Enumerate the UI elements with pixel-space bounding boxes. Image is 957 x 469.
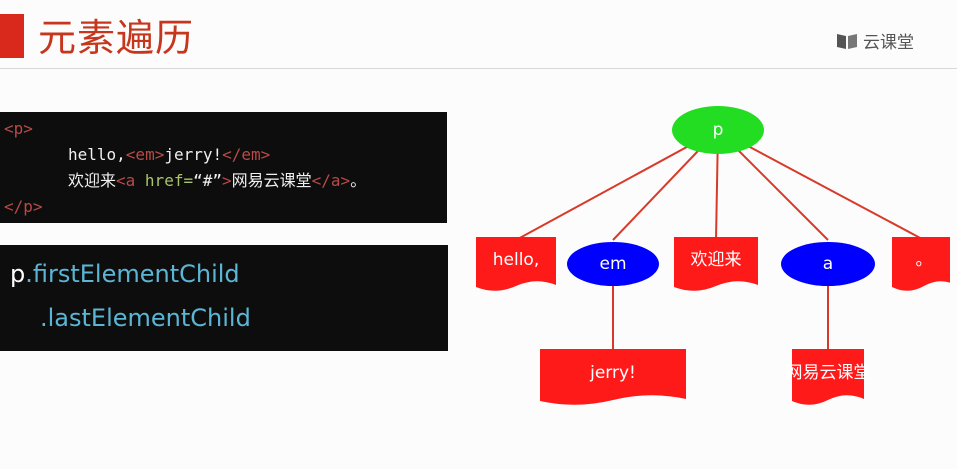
code-tag: </em>: [222, 145, 271, 164]
code-line-4: </p>: [4, 196, 43, 218]
tree-text-node: [792, 349, 864, 405]
tree-root-node: [672, 106, 764, 154]
brand-logo: 云课堂: [836, 28, 914, 53]
code-tag: </a>: [311, 171, 351, 190]
code-tag: <em>: [125, 145, 165, 164]
html-code-block: <p> hello,<em>jerry!</em> 欢迎来<a href=“#”…: [0, 112, 447, 223]
code-tag: <a: [116, 171, 145, 190]
code-tag: <p>: [4, 119, 33, 138]
tree-node-label: hello,: [493, 250, 539, 270]
tree-node-label: 网易云课堂: [786, 363, 871, 383]
title-accent-bar: [0, 14, 24, 58]
dom-tree-diagram: p hello, em 欢迎来 a 。 jerry! 网易云课堂: [476, 106, 950, 405]
code-text: jerry!: [164, 145, 223, 164]
tree-node-label: a: [823, 254, 833, 274]
tree-text-node: [674, 237, 758, 291]
tree-root-label: p: [713, 120, 724, 140]
tree-element-node: [781, 242, 875, 286]
tree-edge: [717, 129, 925, 241]
tree-node-label: em: [599, 254, 626, 274]
code-attr: href=: [144, 171, 194, 190]
brand-name: 云课堂: [863, 33, 914, 53]
tree-node-label: 欢迎来: [691, 250, 742, 270]
slide-title: 元素遍历: [38, 16, 195, 60]
tree-text-node: [476, 237, 556, 291]
tree-node-label: jerry!: [589, 363, 636, 383]
tree-element-node: [567, 242, 659, 286]
tree-text-node: [892, 237, 950, 291]
book-icon: [837, 33, 857, 49]
tree-node-label: 。: [916, 250, 933, 270]
prop-last-element-child: .lastElementChild: [40, 304, 251, 332]
code-text: hello,: [68, 145, 126, 164]
code-line-2: hello,<em>jerry!</em>: [68, 144, 270, 166]
code-tag: </p>: [4, 197, 43, 216]
code-text: 欢迎来: [68, 171, 117, 190]
prop-line-first: p.firstElementChild: [10, 259, 240, 289]
prop-line-last: .lastElementChild: [40, 303, 251, 333]
tree-edge: [515, 129, 719, 241]
code-attr-value: “#”: [193, 171, 222, 190]
code-text: 。: [350, 171, 367, 190]
title-divider: [0, 68, 957, 69]
code-text: 网易云课堂: [231, 171, 312, 190]
code-line-1: <p>: [4, 118, 33, 140]
tree-text-node: [540, 349, 686, 405]
dom-property-block: p.firstElementChild .lastElementChild: [0, 245, 448, 351]
prop-object: p: [10, 260, 26, 288]
code-line-3: 欢迎来<a href=“#”>网易云课堂</a>。: [68, 170, 366, 192]
prop-first-element-child: .firstElementChild: [25, 260, 240, 288]
code-tag: >: [222, 171, 232, 190]
